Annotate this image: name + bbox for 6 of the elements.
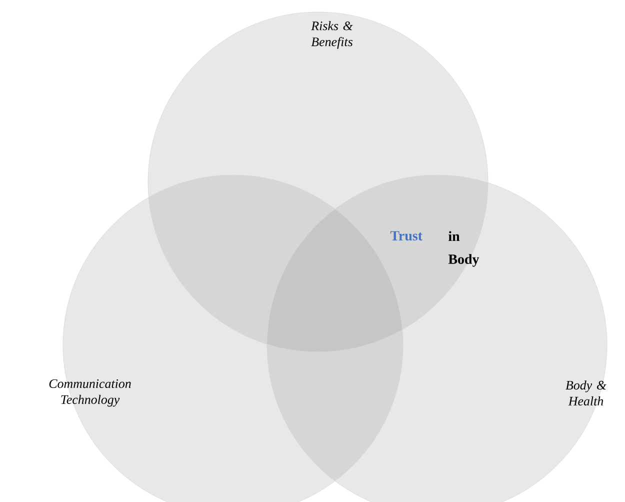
venn-circle <box>148 12 488 352</box>
circle-label: Risks & Benefits <box>311 21 353 49</box>
title-word: Trust <box>390 231 422 240</box>
title-text: in Body <box>448 231 480 267</box>
circle-label: Body & Health <box>566 380 606 406</box>
circle-label: Communication Technology <box>49 379 131 407</box>
